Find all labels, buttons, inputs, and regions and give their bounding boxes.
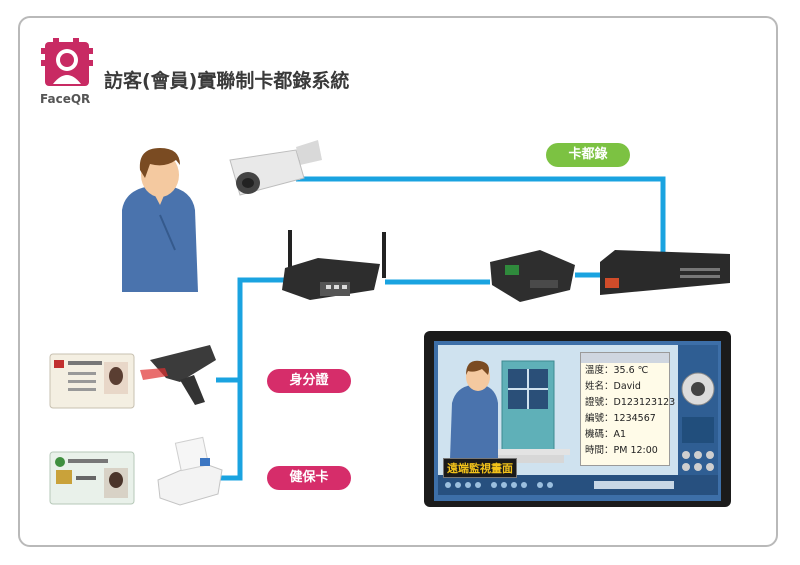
faceqr-logo: [41, 38, 93, 86]
io-controller-icon: [490, 250, 575, 302]
info-row-id: 證號：D123123123: [585, 397, 676, 408]
visitor-info-panel: 溫度：35.6 ℃ 姓名：David 證號：D123123123 編號：1234…: [580, 352, 676, 466]
card-reader-icon: [157, 436, 223, 506]
dvr-recorder-icon: [600, 250, 730, 295]
health-card-label: 健保卡: [267, 466, 351, 490]
info-row-number: 編號：1234567: [585, 413, 656, 424]
card-record-link-label: 卡都錄: [546, 143, 630, 167]
info-row-temperature: 溫度：35.6 ℃: [585, 365, 649, 376]
connection-lines: [216, 176, 666, 481]
remote-monitor-label: 遠端監視畫面: [443, 458, 517, 478]
info-panel-titlebar: [581, 353, 669, 363]
info-row-machine: 機碼：A1: [585, 429, 627, 440]
brand-name: FaceQR: [40, 92, 91, 106]
info-row-time: 時間：PM 12:00: [585, 445, 658, 456]
info-row-name: 姓名：David: [585, 381, 641, 392]
ip-camera-icon: [229, 140, 322, 196]
health-card-icon: [49, 451, 135, 505]
mini-pc-icon: [282, 230, 386, 300]
id-card-label: 身分證: [267, 369, 351, 393]
diagram-frame: [18, 16, 778, 547]
id-card-icon: [49, 353, 135, 409]
visitor-person-icon: [122, 148, 198, 292]
barcode-scanner-icon: [140, 345, 216, 405]
page-title: 訪客(會員)實聯制卡都錄系統: [104, 70, 350, 92]
monitor-display: [424, 331, 731, 507]
